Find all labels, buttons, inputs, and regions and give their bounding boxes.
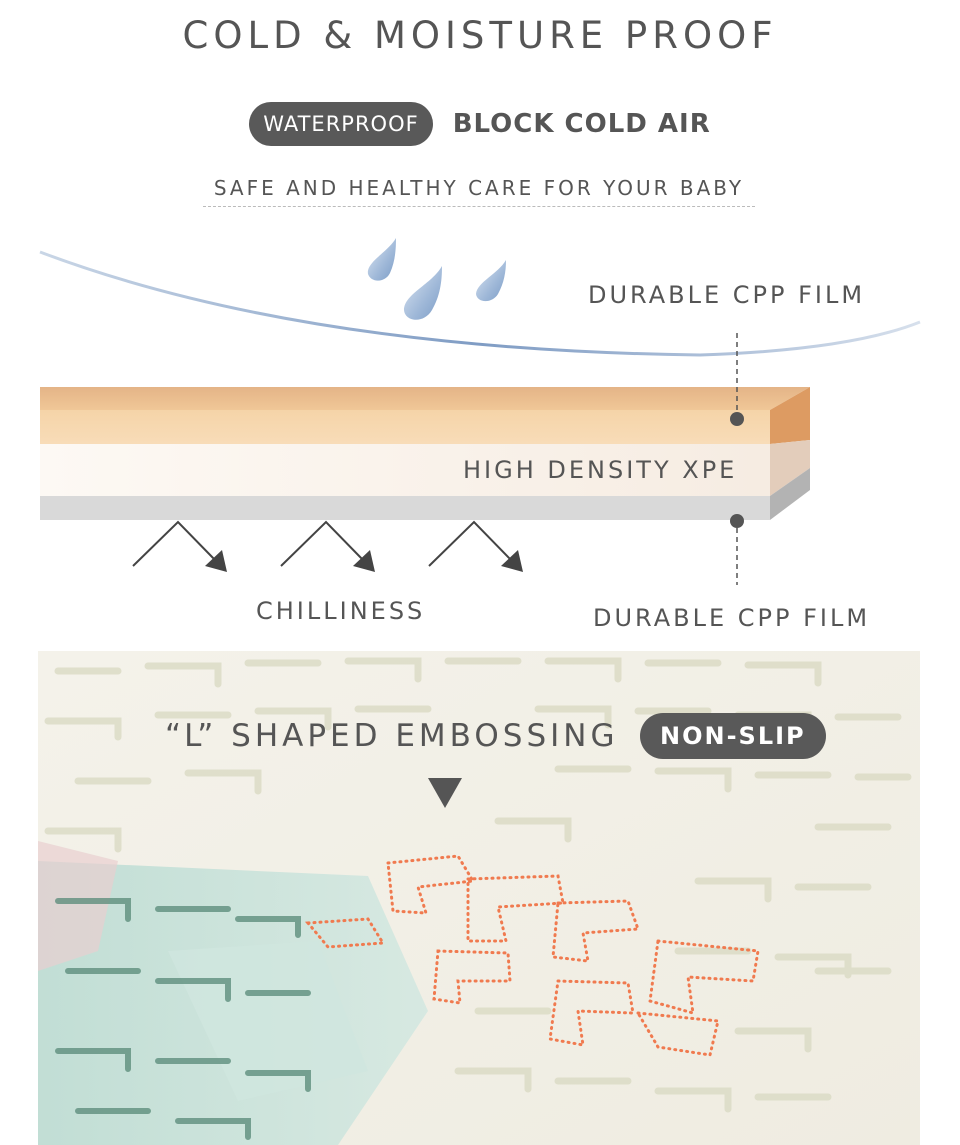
water-drop-icon — [367, 238, 396, 281]
label-chilliness: CHILLINESS — [256, 597, 426, 625]
callout-dot — [730, 514, 744, 528]
down-triangle-icon — [428, 778, 462, 808]
moisture-curve — [39, 250, 921, 357]
label-xpe: HIGH DENSITY XPE — [463, 456, 738, 484]
waterproof-badge: WATERPROOF — [249, 102, 433, 146]
block-cold-air-text: BLOCK COLD AIR — [452, 109, 711, 139]
water-drop-icon — [476, 260, 506, 302]
non-slip-badge: NON-SLIP — [640, 713, 826, 759]
layer-diagram — [39, 238, 921, 585]
badge-row: WATERPROOF BLOCK COLD AIR — [0, 102, 960, 146]
arrow-bounce-icon — [280, 520, 375, 572]
label-bottom-cpp-film: DURABLE CPP FILM — [593, 604, 871, 632]
page-title: COLD & MOISTURE PROOF — [182, 14, 778, 57]
arrow-bounce-icon — [428, 520, 523, 572]
embossing-label: “L” SHAPED EMBOSSING — [165, 718, 619, 754]
label-top-cpp-film: DURABLE CPP FILM — [588, 281, 866, 309]
arrow-bounce-icon — [132, 520, 227, 572]
callout-dot — [730, 412, 744, 426]
water-drop-icon — [404, 266, 442, 320]
subtitle: SAFE AND HEALTHY CARE FOR YOUR BABY — [203, 176, 755, 207]
